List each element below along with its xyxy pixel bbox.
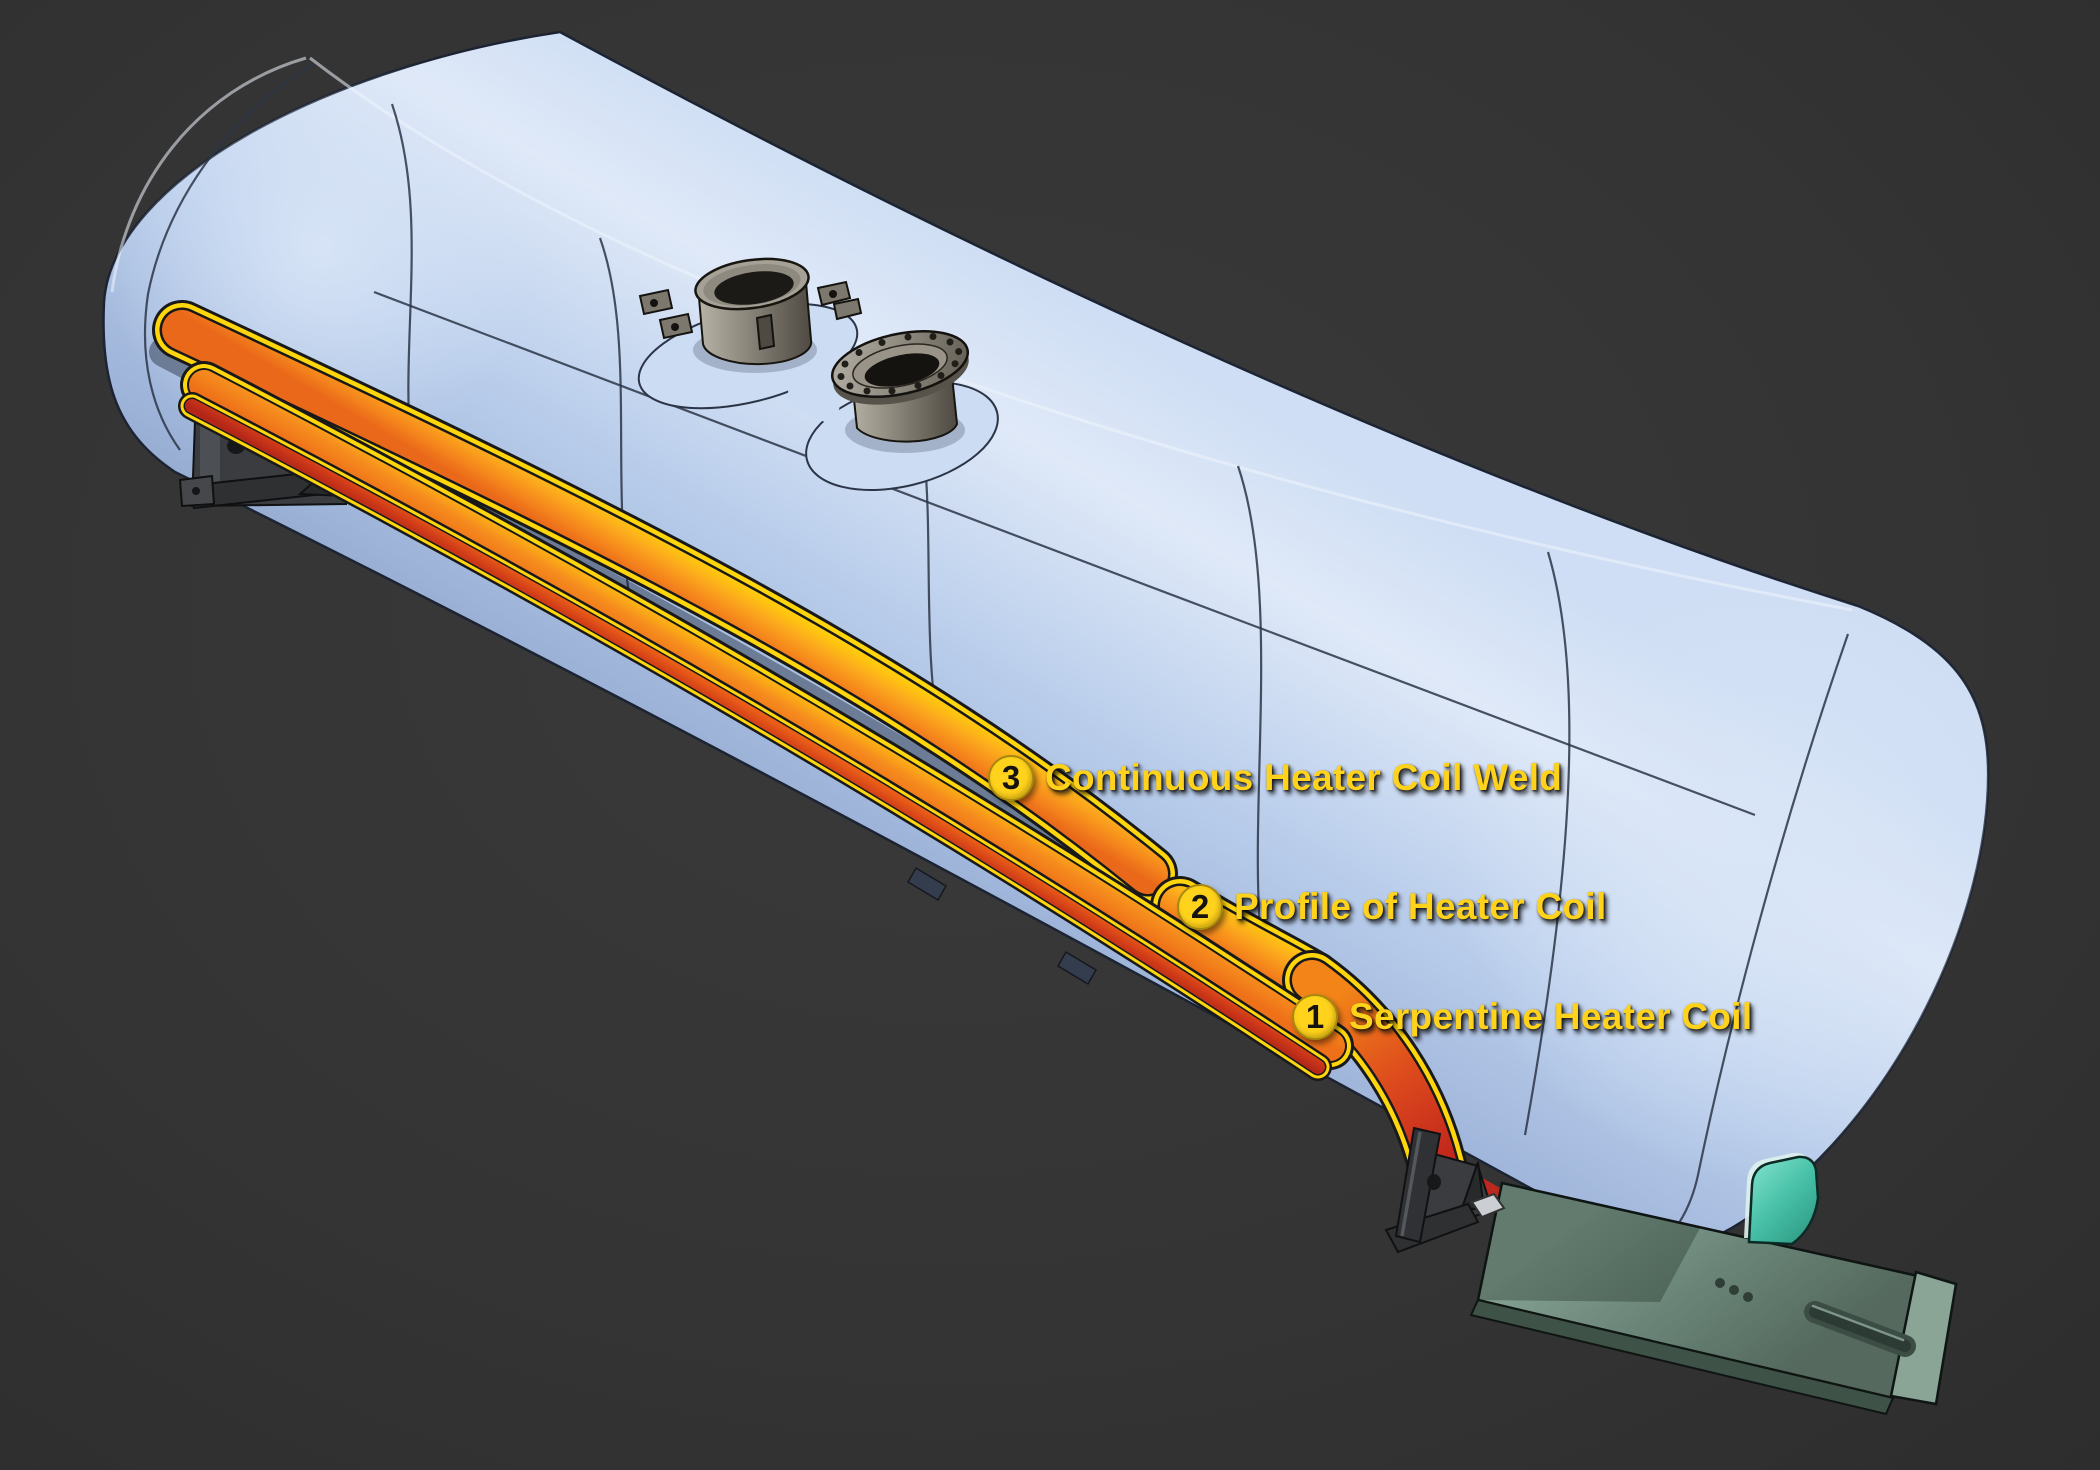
callout-2-badge: 2 — [1177, 884, 1223, 930]
callout-1: 1 Serpentine Heater Coil — [1292, 994, 1752, 1040]
callout-1-badge: 1 — [1292, 994, 1338, 1040]
manway-latch — [755, 313, 776, 351]
callout-3-label: Continuous Heater Coil Weld — [1045, 757, 1563, 798]
callout-2-label: Profile of Heater Coil — [1234, 886, 1607, 927]
left-cap-edge-highlight — [110, 56, 307, 293]
skid-holes — [1715, 1278, 1753, 1302]
support-leg-right — [1384, 1126, 1506, 1254]
callout-1-label: Serpentine Heater Coil — [1349, 996, 1753, 1037]
coil-profile-underside — [178, 392, 1332, 1081]
flange-bolts — [837, 333, 963, 395]
skid-base — [1469, 1152, 1958, 1416]
skid-slot — [1804, 1301, 1916, 1357]
left-head-highlight — [103, 32, 1989, 1252]
coil-upper-band — [152, 300, 1178, 904]
leg-hole — [1427, 1174, 1441, 1190]
weld-seams — [143, 63, 1850, 1248]
wedge-bracket — [1744, 1152, 1820, 1246]
top-edge-highlight — [309, 56, 1853, 612]
leg-shim-block — [1470, 1192, 1506, 1219]
skid-shadow — [1478, 1183, 1700, 1302]
manway-opening — [714, 271, 794, 305]
callout-2: 2 Profile of Heater Coil — [1177, 884, 1607, 930]
coil-profile-band — [180, 361, 1354, 1070]
flange-nozzle — [830, 330, 970, 443]
flange-bore — [864, 353, 940, 387]
manway-fitting — [638, 257, 863, 366]
coil-mount-tabs — [906, 866, 1098, 986]
leg-bolt-hole — [192, 487, 200, 495]
heater-coil — [149, 300, 1643, 1255]
leg-gusset — [1460, 1161, 1486, 1212]
callout-3-badge: 3 — [988, 755, 1034, 801]
callout-3: 3 Continuous Heater Coil Weld — [988, 755, 1562, 801]
tank-body — [102, 30, 1990, 1253]
